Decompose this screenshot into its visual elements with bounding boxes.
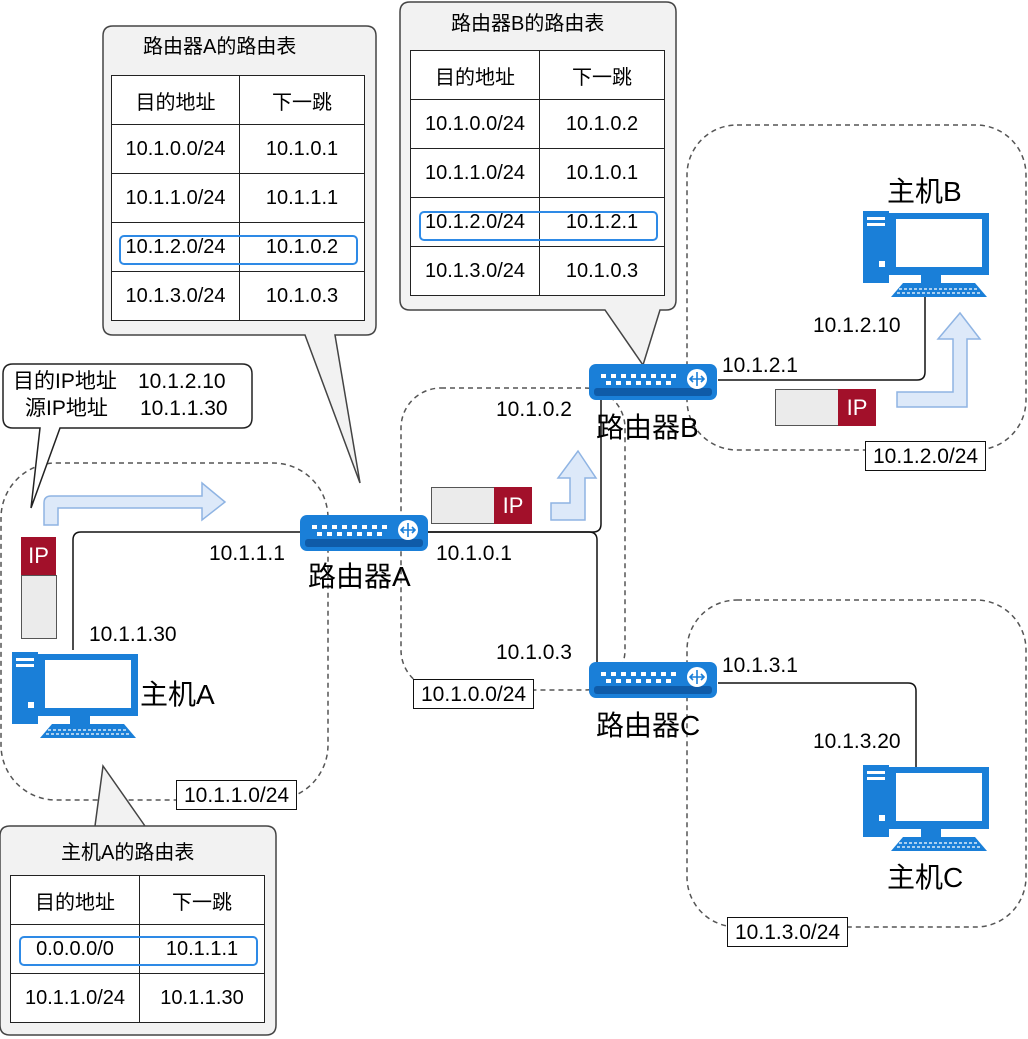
table-cell: 10.1.1.30 <box>139 973 265 1023</box>
flow-arrow-to-router-a <box>43 481 227 526</box>
table-cell: 10.1.0.0/24 <box>111 124 240 174</box>
callout-packet-header <box>2 363 253 509</box>
router-b-right-ip: 10.1.2.1 <box>722 354 798 377</box>
router-a-label: 路由器A <box>308 561 411 592</box>
router-a-icon <box>299 514 429 552</box>
router-c-left-ip: 10.1.0.3 <box>496 641 572 664</box>
table-cell: 10.1.1.0/24 <box>10 973 140 1023</box>
subnet-region-b <box>686 124 1027 451</box>
host-a-label: 主机A <box>140 679 215 710</box>
ip-packet-tag: IP <box>838 389 876 426</box>
table-header-cell: 下一跳 <box>239 75 365 125</box>
packet-src-value: 10.1.1.30 <box>140 397 228 420</box>
table-cell: 10.1.1.0/24 <box>111 173 240 223</box>
ip-packet-tag: IP <box>21 537 56 575</box>
table-header-cell: 下一跳 <box>539 50 665 100</box>
table-header-cell: 目的地址 <box>10 875 140 925</box>
ip-packet-body <box>431 487 495 524</box>
subnet-b-label: 10.1.2.0/24 <box>865 441 987 472</box>
table-row: 目的地址下一跳 <box>10 875 265 925</box>
table-cell: 10.1.1.0/24 <box>410 148 540 198</box>
table-header-cell: 目的地址 <box>410 50 540 100</box>
host-a-ip: 10.1.1.30 <box>89 623 177 646</box>
subnet-c-label: 10.1.3.0/24 <box>727 917 849 948</box>
subnet-region-a <box>0 462 329 801</box>
table-cell: 10.1.0.1 <box>239 124 365 174</box>
subnet-region-core <box>400 387 626 691</box>
subnet-region-c <box>686 599 1027 928</box>
table-header-cell: 下一跳 <box>139 875 265 925</box>
packet-dst-label: 目的IP地址 <box>13 370 117 393</box>
flow-arrow-to-router-b <box>550 449 598 521</box>
host-c-pc-icon <box>862 764 990 852</box>
table-header-cell: 目的地址 <box>111 75 240 125</box>
subnet-core-label: 10.1.0.0/24 <box>413 679 535 710</box>
subnet-a-label: 10.1.1.0/24 <box>176 780 298 811</box>
host-c-label: 主机C <box>887 862 964 893</box>
ip-packet-tag: IP <box>494 487 532 524</box>
flow-arrow-to-host-b <box>896 311 982 408</box>
table-cell: 10.1.3.0/24 <box>111 271 240 321</box>
table-cell: 10.1.0.0/24 <box>410 99 540 149</box>
table-cell: 10.1.0.3 <box>239 271 365 321</box>
table-ha-title: 主机A的路由表 <box>61 842 195 864</box>
router-b-icon <box>588 363 718 401</box>
router-a-left-ip: 10.1.1.1 <box>209 542 285 565</box>
host-b-pc-icon <box>862 210 990 298</box>
table-cell: 10.1.2.1 <box>539 197 665 247</box>
table-rb-title: 路由器B的路由表 <box>451 13 605 35</box>
router-c-icon <box>588 661 718 699</box>
table-ra-highlight <box>119 235 358 265</box>
table-ra-title: 路由器A的路由表 <box>143 36 297 58</box>
table-cell: 10.1.0.1 <box>539 148 665 198</box>
router-c-label: 路由器C <box>596 710 701 741</box>
table-cell: 10.1.3.0/24 <box>410 246 540 296</box>
ip-packet-body <box>775 389 839 426</box>
table-cell: 10.1.1.1 <box>239 173 365 223</box>
table-ha-highlight <box>19 936 258 966</box>
table-cell: 10.1.0.3 <box>539 246 665 296</box>
table-rb-highlight <box>419 211 658 241</box>
host-a-pc-icon <box>11 651 139 739</box>
host-c-ip: 10.1.3.20 <box>813 730 901 753</box>
router-c-right-ip: 10.1.3.1 <box>722 654 798 677</box>
router-b-left-ip: 10.1.0.2 <box>496 398 572 421</box>
host-b-label: 主机B <box>887 176 962 207</box>
packet-src-label: 源IP地址 <box>25 397 108 420</box>
host-b-ip: 10.1.2.10 <box>813 314 901 337</box>
router-b-label: 路由器B <box>596 412 699 443</box>
table-row: 目的地址下一跳 <box>111 75 365 125</box>
ip-packet-body <box>21 575 57 639</box>
table-row: 目的地址下一跳 <box>410 50 665 100</box>
router-a-right-ip: 10.1.0.1 <box>436 542 512 565</box>
table-cell: 10.1.0.2 <box>539 99 665 149</box>
packet-dst-value: 10.1.2.10 <box>138 370 226 393</box>
network-links <box>72 293 926 768</box>
